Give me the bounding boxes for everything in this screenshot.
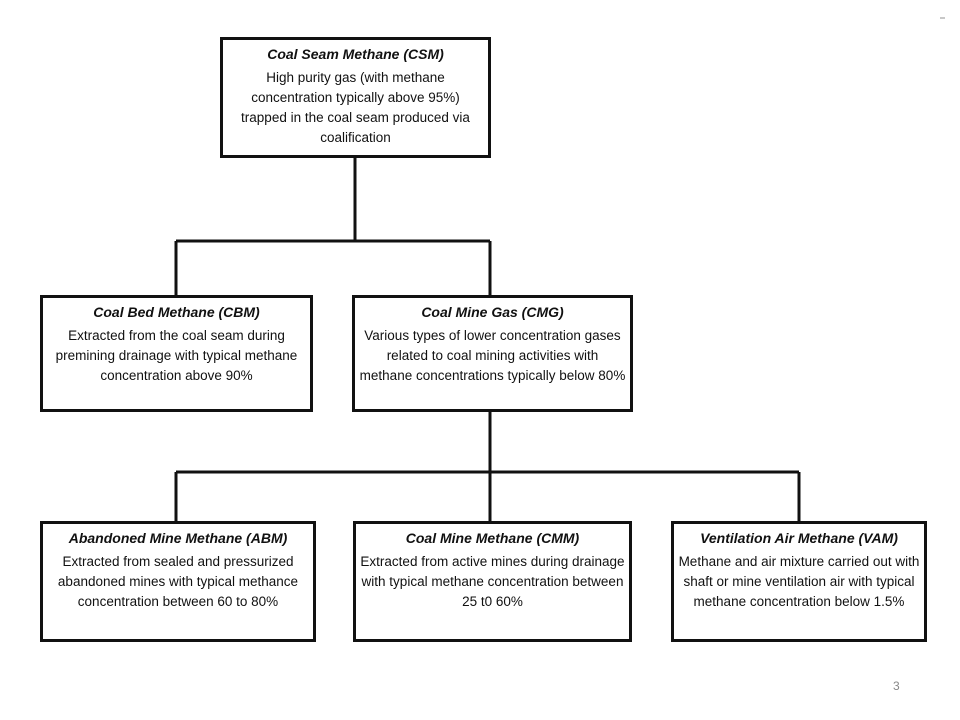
cmg-title: Coal Mine Gas (CMG): [421, 304, 564, 320]
cbm-node: Coal Bed Methane (CBM) Extracted from th…: [40, 295, 313, 412]
abm-node: Abandoned Mine Methane (ABM) Extracted f…: [40, 521, 316, 642]
cmm-description: Extracted from active mines during drain…: [360, 554, 625, 609]
csm-node: Coal Seam Methane (CSM) High purity gas …: [220, 37, 491, 158]
cmg-description: Various types of lower concentration gas…: [359, 328, 626, 383]
cmg-node: Coal Mine Gas (CMG) Various types of low…: [352, 295, 633, 412]
csm-description: High purity gas (with methane concentrat…: [241, 70, 470, 145]
cmm-title: Coal Mine Methane (CMM): [405, 530, 580, 546]
vam-node: Ventilation Air Methane (VAM) Methane an…: [671, 521, 927, 642]
csm-title: Coal Seam Methane (CSM): [267, 46, 444, 62]
abm-title: Abandoned Mine Methane (ABM): [68, 530, 288, 546]
cbm-description: Extracted from the coal seam during prem…: [55, 328, 298, 383]
abm-description: Extracted from sealed and pressurized ab…: [57, 554, 299, 609]
cmm-node: Coal Mine Methane (CMM) Extracted from a…: [353, 521, 632, 642]
vam-description: Methane and air mixture carried out with…: [678, 554, 920, 609]
cbm-title: Coal Bed Methane (CBM): [93, 304, 260, 320]
page-number: 3: [893, 679, 900, 693]
vam-title: Ventilation Air Methane (VAM): [700, 530, 898, 546]
corner-mark: [940, 17, 945, 19]
